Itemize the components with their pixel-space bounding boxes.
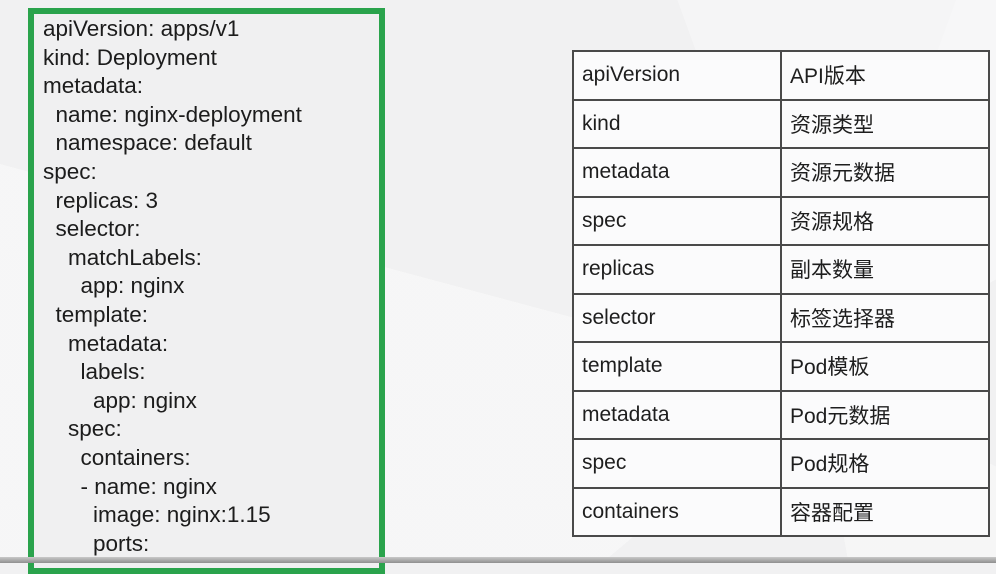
yaml-key-cell: selector: [572, 292, 782, 343]
description-cell: 容器配置: [780, 486, 990, 537]
yaml-key-cell: metadata: [572, 389, 782, 440]
yaml-key-cell: spec: [572, 438, 782, 489]
description-cell: Pod模板: [780, 341, 990, 392]
description-cell: API版本: [780, 50, 990, 101]
yaml-key-cell: template: [572, 341, 782, 392]
yaml-key-cell: kind: [572, 98, 782, 149]
description-cell: Pod规格: [780, 438, 990, 489]
description-cell: 资源元数据: [780, 147, 990, 198]
yaml-key-cell: spec: [572, 195, 782, 246]
description-cell: 副本数量: [780, 244, 990, 295]
yaml-key-cell: metadata: [572, 147, 782, 198]
bottom-edge-bar: [0, 557, 996, 563]
description-cell: 资源规格: [780, 195, 990, 246]
yaml-key-cell: apiVersion: [572, 50, 782, 101]
yaml-code: apiVersion: apps/v1 kind: Deployment met…: [43, 16, 302, 556]
yaml-code-panel: apiVersion: apps/v1 kind: Deployment met…: [28, 8, 385, 574]
description-cell: 标签选择器: [780, 292, 990, 343]
description-cell: Pod元数据: [780, 389, 990, 440]
yaml-key-cell: containers: [572, 486, 782, 537]
yaml-key-cell: replicas: [572, 244, 782, 295]
description-cell: 资源类型: [780, 98, 990, 149]
